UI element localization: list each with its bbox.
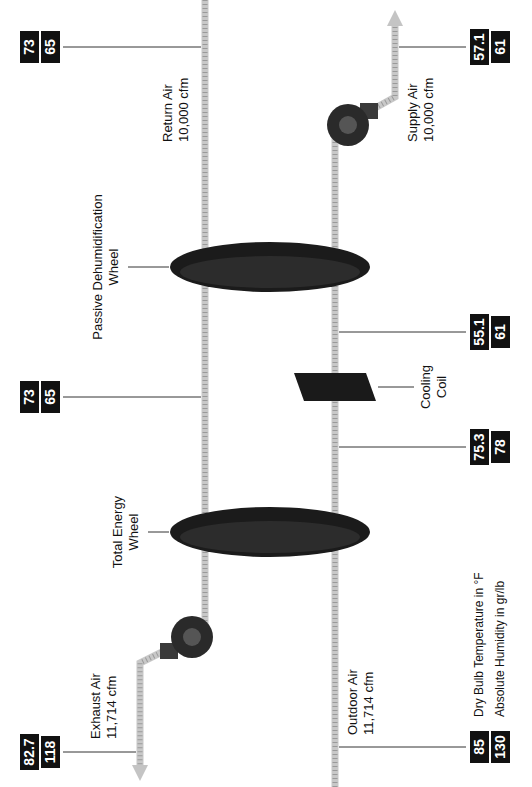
value-cell: 130 bbox=[491, 731, 510, 763]
value-box: 7365 bbox=[20, 31, 60, 63]
value-cell: 82.7 bbox=[20, 734, 39, 769]
value-box: 75.378 bbox=[470, 429, 510, 464]
airstream-label: Return Air 10,000 cfm bbox=[160, 54, 192, 142]
component-label: Cooling Coil bbox=[418, 356, 450, 418]
value-cell: 61 bbox=[491, 31, 510, 63]
value-cell: 78 bbox=[491, 431, 510, 463]
value-box: 7365 bbox=[20, 381, 60, 413]
airstream-label: Supply Air 10,000 cfm bbox=[405, 54, 437, 142]
value-cell: 55.1 bbox=[470, 314, 489, 349]
airstream-label: Exhaust Air 11,714 cfm bbox=[88, 639, 120, 739]
total-energy-wheel bbox=[170, 507, 370, 557]
cooling-coil bbox=[294, 373, 376, 401]
exhaust-fan bbox=[160, 616, 213, 659]
value-box: 55.161 bbox=[470, 314, 510, 349]
value-cell: 118 bbox=[41, 736, 60, 768]
value-cell: 61 bbox=[491, 316, 510, 348]
value-box: 82.7118 bbox=[20, 734, 60, 769]
value-cell: 65 bbox=[41, 381, 60, 413]
value-cell: 73 bbox=[20, 381, 39, 413]
value-box: 85130 bbox=[470, 731, 510, 763]
key-note: Dry Bulb Temperature in °F bbox=[470, 572, 489, 717]
value-cell: 75.3 bbox=[470, 429, 489, 464]
air-ducts bbox=[140, 0, 395, 787]
key-note: Absolute Humidity in gr/lb bbox=[491, 581, 510, 717]
passive-dehumidification-wheel bbox=[170, 242, 370, 292]
value-box: 57.161 bbox=[470, 29, 510, 64]
value-cell: 65 bbox=[41, 31, 60, 63]
component-label: Total Energy Wheel bbox=[110, 485, 142, 580]
value-cell: 85 bbox=[470, 731, 489, 763]
leader-lines bbox=[63, 47, 466, 752]
airstream-label: Outdoor Air 11,714 cfm bbox=[345, 635, 377, 735]
value-cell: 57.1 bbox=[470, 29, 489, 64]
value-cell: 73 bbox=[20, 31, 39, 63]
component-label: Passive Dehumidification Wheel bbox=[90, 180, 122, 355]
supply-fan bbox=[327, 103, 378, 146]
